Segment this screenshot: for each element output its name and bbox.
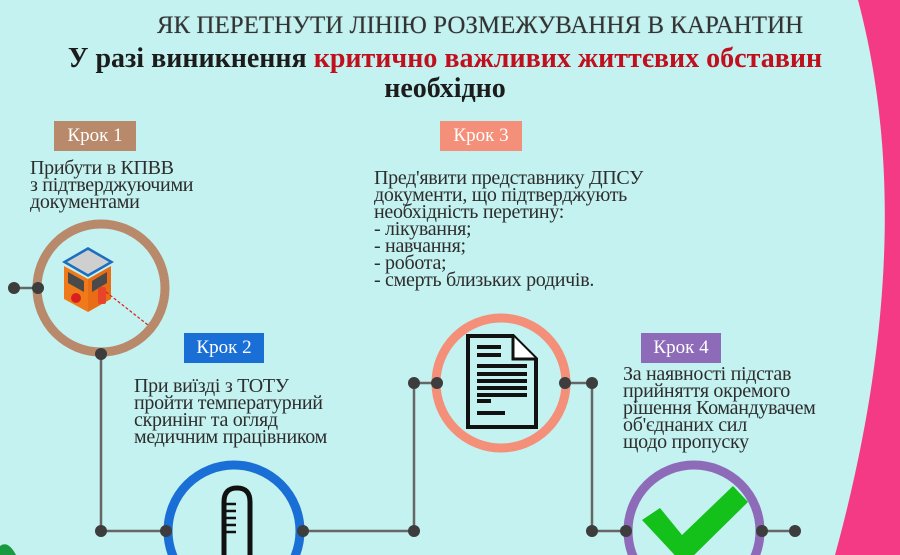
step-1-circle	[32, 219, 170, 357]
subtitle-suffix: необхідно	[384, 73, 506, 104]
checkmark-icon	[642, 486, 748, 555]
step-2-text: При виїзді з ТОТУ пройти температурний с…	[134, 375, 327, 448]
page-title: ЯК ПЕРЕТНУТИ ЛІНІЮ РОЗМЕЖУВАННЯ В КАРАНТ…	[156, 12, 804, 39]
step-3-badge: Крок 3	[440, 121, 522, 151]
step-3-text: Пред'явити представнику ДПСУ документи, …	[374, 167, 644, 291]
page-subtitle: У разі виникнення критично важливих житт…	[0, 44, 900, 104]
step-4-badge: Крок 4	[641, 333, 721, 363]
subtitle-highlight: критично важливих життєвих обставин	[313, 43, 823, 74]
step-1-badge: Крок 1	[54, 121, 136, 151]
step-4-text: За наявності підстав прийняття окремого …	[623, 363, 816, 453]
connector-nodes	[8, 282, 801, 537]
document-icon	[466, 334, 538, 429]
step-1-text: Прибути в КПВВ з підтверджуючими докумен…	[30, 157, 194, 213]
step-2-circle	[163, 460, 305, 555]
step-2-badge: Крок 2	[184, 333, 264, 363]
thermometer-icon	[221, 485, 253, 555]
step-3-circle	[431, 313, 571, 453]
step-4-circle	[623, 460, 765, 555]
subtitle-prefix: У разі виникнення	[67, 43, 314, 74]
checkpoint-booth-icon	[62, 247, 149, 326]
